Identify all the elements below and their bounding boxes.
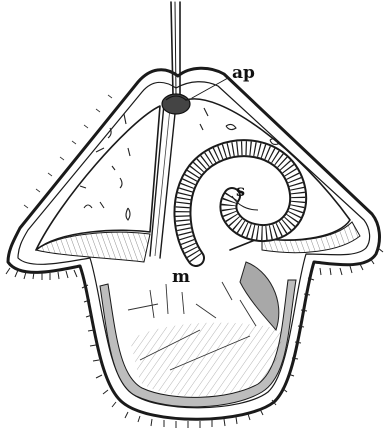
label-s: s	[236, 181, 245, 200]
ap-leader-line	[192, 78, 228, 98]
label-ap: ap	[232, 63, 255, 83]
aperture-knob	[162, 94, 190, 114]
stalk-tube	[171, 2, 180, 95]
lower-chamber-fibers	[128, 262, 282, 397]
label-m: m	[172, 267, 190, 287]
